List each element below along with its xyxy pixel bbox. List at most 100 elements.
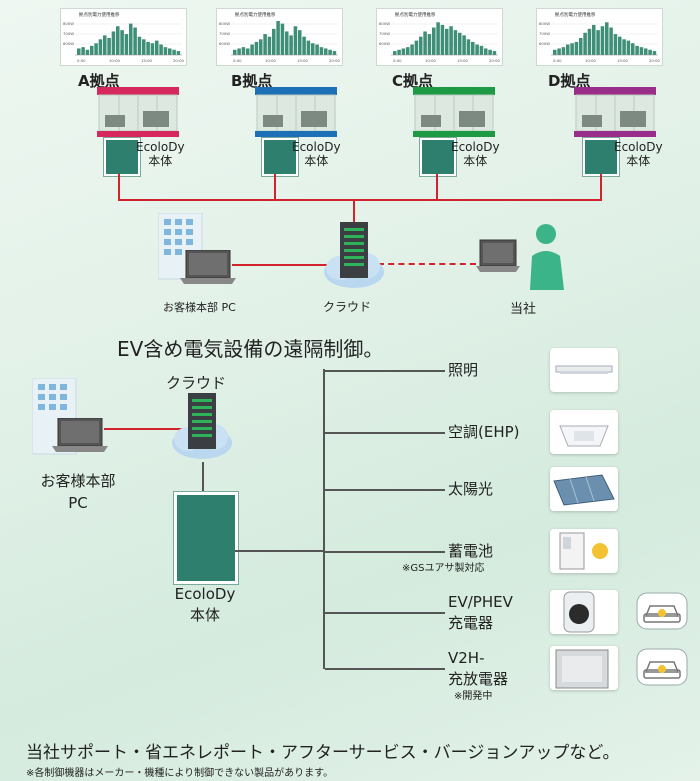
device-label-line1: 照明	[448, 361, 479, 379]
store-building-icon	[413, 87, 495, 137]
device-trunk-line	[323, 369, 325, 669]
chart-bar	[81, 47, 85, 55]
chart-bar	[488, 49, 492, 55]
chart-bar	[440, 24, 445, 55]
v2h-icon	[550, 646, 618, 690]
device-label: 太陽光	[448, 479, 493, 500]
chart-bar	[176, 51, 181, 55]
chart-bar	[618, 36, 622, 55]
chart-bar	[116, 26, 120, 55]
chart-y-tick: 800W	[63, 21, 74, 26]
chart-x-tick: 20:00	[329, 58, 341, 63]
chart-bar	[592, 24, 596, 55]
chart-x-tick: 15:00	[617, 58, 629, 63]
store-building-icon	[574, 87, 656, 137]
chart-bar	[146, 41, 150, 55]
chart-bar	[315, 44, 319, 55]
lower-hq-to-cloud-line	[104, 428, 184, 430]
store-building-icon	[255, 87, 337, 137]
chart-bar	[622, 39, 626, 55]
chart-y-tick: 800W	[539, 21, 550, 26]
unit-label-line2: 本体	[148, 154, 173, 168]
cloud-to-company-dashed-line	[378, 263, 476, 265]
chart-bar	[436, 22, 440, 55]
chart-title: 拠点別電力使用推移	[235, 11, 276, 18]
chart-title: 拠点別電力使用推移	[79, 11, 120, 18]
site-b-drop-line	[274, 174, 276, 200]
chart-bar	[94, 43, 98, 55]
device-label: 蓄電池※GSユアサ製対応	[402, 541, 493, 576]
lower-cloud-server-icon	[170, 393, 234, 467]
chart-y-tick: 800W	[219, 21, 230, 26]
chart-bar	[458, 32, 462, 55]
chart-bar	[246, 48, 250, 55]
chart-x-tick: 20:00	[489, 58, 501, 63]
chart-bar	[124, 34, 129, 55]
cloud-label: クラウド	[323, 300, 372, 314]
operator-person-icon	[476, 220, 566, 294]
chart-bar	[596, 30, 600, 55]
site-label: D拠点	[548, 72, 591, 90]
lower-unit-label-line2: 本体	[189, 606, 220, 624]
chart-bar	[449, 26, 453, 55]
chart-bar	[644, 48, 648, 55]
chart-bar	[168, 48, 172, 55]
chart-bar	[613, 34, 618, 55]
cloud-to-unit-line	[202, 462, 204, 492]
chart-bar	[159, 44, 163, 55]
chart-y-tick: 600W	[539, 41, 550, 46]
chart-bar	[445, 28, 449, 55]
chart-y-tick: 700W	[379, 31, 390, 36]
chart-y-tick: 700W	[63, 31, 74, 36]
chart-bar	[298, 30, 302, 55]
chart-x-tick: 0:00	[77, 58, 86, 63]
chart-bar	[155, 40, 159, 55]
chart-bar	[107, 38, 111, 55]
chart-bar	[328, 49, 332, 55]
chart-bar	[553, 49, 557, 55]
lower-hq-label-line1: お客様本部	[40, 472, 116, 490]
device-branch-line	[325, 489, 445, 491]
chart-bar	[85, 49, 90, 55]
lower-ecolody-unit	[174, 492, 238, 584]
chart-bar	[427, 34, 432, 55]
chart-bar	[626, 40, 631, 55]
chart-title: 拠点別電力使用推移	[395, 11, 436, 18]
device-label-line1: V2H-	[448, 649, 485, 667]
ev-charger-icon	[550, 590, 618, 634]
footer-note-text: ※各制御機器はメーカー・機種により制御できない製品があります。	[26, 768, 334, 779]
chart-bar	[276, 21, 280, 55]
unit-label-line2: 本体	[626, 154, 651, 168]
chart-bar	[570, 43, 574, 55]
chart-x-tick: 20:00	[173, 58, 185, 63]
chart-bar	[587, 28, 592, 55]
device-branch-line	[325, 551, 445, 553]
laptop-icon	[180, 249, 236, 290]
unit-to-trunk-line	[235, 550, 325, 552]
chart-bar	[410, 44, 414, 55]
electric-car-icon	[636, 648, 688, 686]
chart-bar	[163, 47, 168, 55]
unit-label-line1: EcoloDy	[136, 140, 185, 154]
lower-cloud-label: クラウド	[166, 374, 227, 392]
chart-x-tick: 20:00	[649, 58, 661, 63]
chart-bar	[285, 31, 289, 55]
chart-bar	[561, 47, 566, 55]
chart-bar	[263, 34, 267, 55]
chart-bar	[111, 31, 116, 55]
chart-x-tick: 10:00	[265, 58, 277, 63]
chart-y-tick: 700W	[539, 31, 550, 36]
chart-bar	[306, 40, 311, 55]
chart-bar	[254, 41, 259, 55]
device-label-line1: 空調(EHP)	[448, 423, 520, 441]
chart-bar	[566, 44, 570, 55]
device-branch-line	[325, 668, 445, 670]
chart-bar	[172, 49, 176, 55]
chart-bar	[267, 36, 272, 55]
chart-y-tick: 600W	[379, 41, 390, 46]
chart-bar	[479, 45, 484, 55]
